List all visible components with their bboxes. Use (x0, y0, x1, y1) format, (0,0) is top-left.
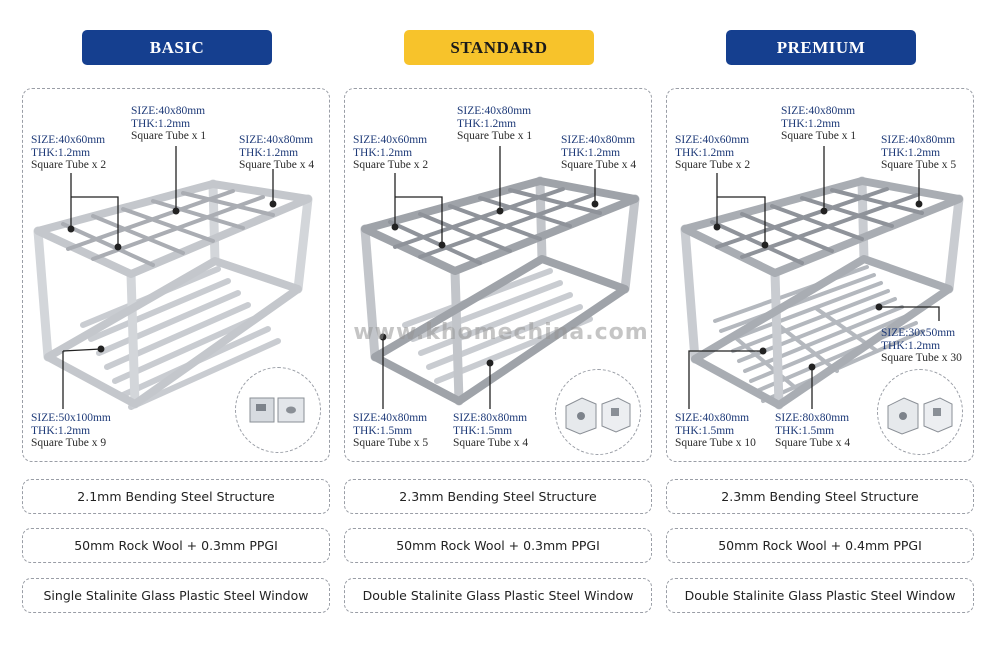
label-thickness: THK:1.2mm (675, 146, 735, 159)
label-size: SIZE:80x80mm (775, 412, 850, 424)
label-quantity: Square Tube x 4 (453, 437, 529, 449)
tier-basic: BASIC (22, 0, 332, 666)
label-thickness: THK:1.5mm (775, 424, 835, 437)
label-thickness: THK:1.2mm (31, 424, 91, 437)
label-side-beam-premium: SIZE:40x60mm THK:1.2mm Square Tube x 2 (675, 134, 750, 172)
label-size: SIZE:40x80mm (457, 105, 532, 117)
tier-title-standard: STANDARD (404, 30, 594, 65)
label-quantity: Square Tube x 9 (31, 437, 107, 449)
label-thickness: THK:1.5mm (453, 424, 513, 437)
steel-frame-drawing-basic (33, 146, 313, 410)
label-size: SIZE:40x80mm (561, 134, 636, 146)
label-size: SIZE:40x80mm (353, 412, 428, 424)
tier-premium: PREMIUM (666, 0, 976, 666)
label-quantity: Square Tube x 30 (881, 352, 962, 364)
label-size: SIZE:40x60mm (353, 134, 428, 146)
label-floor-joist-standard: SIZE:40x80mm THK:1.5mm Square Tube x 5 (353, 412, 428, 450)
label-floor-joist-premium: SIZE:40x80mm THK:1.5mm Square Tube x 10 (675, 412, 756, 450)
label-size: SIZE:50x100mm (31, 412, 111, 424)
label-quantity: Square Tube x 10 (675, 437, 756, 449)
label-size: SIZE:80x80mm (453, 412, 528, 424)
steel-frame-drawing-standard (360, 146, 640, 409)
corner-fitting-icon (555, 369, 641, 455)
label-side-beam-standard: SIZE:40x60mm THK:1.2mm Square Tube x 2 (353, 134, 428, 172)
tier-title-premium: PREMIUM (726, 30, 916, 65)
feature-window: Double Stalinite Glass Plastic Steel Win… (344, 578, 652, 613)
feature-insulation: 50mm Rock Wool + 0.4mm PPGI (666, 528, 974, 563)
label-thickness: THK:1.2mm (131, 117, 191, 130)
label-floor-beam-premium: SIZE:80x80mm THK:1.5mm Square Tube x 4 (775, 412, 850, 450)
label-thickness: THK:1.2mm (353, 146, 413, 159)
label-quantity: Square Tube x 5 (353, 437, 429, 449)
label-thickness: THK:1.2mm (561, 146, 621, 159)
feature-structure: 2.3mm Bending Steel Structure (344, 479, 652, 514)
feature-structure: 2.1mm Bending Steel Structure (22, 479, 330, 514)
feature-structure: 2.3mm Bending Steel Structure (666, 479, 974, 514)
label-floor-secondary-joist-premium: SIZE:30x50mm THK:1.2mm Square Tube x 30 (881, 327, 962, 365)
label-quantity: Square Tube x 4 (561, 159, 637, 171)
label-size: SIZE:40x80mm (781, 105, 856, 117)
label-size: SIZE:40x80mm (131, 105, 206, 117)
label-thickness: THK:1.2mm (881, 146, 941, 159)
label-floor-joist-basic: SIZE:50x100mm THK:1.2mm Square Tube x 9 (31, 412, 111, 450)
label-quantity: Square Tube x 4 (775, 437, 851, 449)
label-quantity: Square Tube x 1 (131, 130, 207, 142)
label-quantity: Square Tube x 2 (675, 159, 751, 171)
feature-insulation: 50mm Rock Wool + 0.3mm PPGI (344, 528, 652, 563)
label-floor-beam-standard: SIZE:80x80mm THK:1.5mm Square Tube x 4 (453, 412, 528, 450)
label-side-beam-basic: SIZE:40x60mm THK:1.2mm Square Tube x 2 (31, 134, 106, 172)
label-quantity: Square Tube x 2 (353, 159, 429, 171)
feature-window: Single Stalinite Glass Plastic Steel Win… (22, 578, 330, 613)
label-size: SIZE:40x80mm (675, 412, 750, 424)
label-roof-beam-standard: SIZE:40x80mm THK:1.2mm Square Tube x 1 (457, 105, 532, 143)
corner-fitting-icon (235, 367, 321, 453)
frame-panel-basic: SIZE:40x80mm THK:1.2mm Square Tube x 1 S… (22, 88, 330, 462)
label-size: SIZE:40x80mm (881, 134, 956, 146)
label-thickness: THK:1.2mm (239, 146, 299, 159)
label-thickness: THK:1.2mm (457, 117, 517, 130)
label-quantity: Square Tube x 5 (881, 159, 957, 171)
label-thickness: THK:1.5mm (675, 424, 735, 437)
tier-title-basic: BASIC (82, 30, 272, 65)
label-quantity: Square Tube x 2 (31, 159, 107, 171)
label-thickness: THK:1.2mm (881, 339, 941, 352)
feature-insulation: 50mm Rock Wool + 0.3mm PPGI (22, 528, 330, 563)
label-size: SIZE:40x60mm (31, 134, 106, 146)
label-quantity: Square Tube x 4 (239, 159, 315, 171)
label-roof-joist-standard: SIZE:40x80mm THK:1.2mm Square Tube x 4 (561, 134, 636, 172)
frame-panel-premium: SIZE:40x80mm THK:1.2mm Square Tube x 1 S… (666, 88, 974, 462)
label-thickness: THK:1.2mm (781, 117, 841, 130)
label-size: SIZE:40x60mm (675, 134, 750, 146)
corner-fitting-icon (877, 369, 963, 455)
frame-panel-standard: SIZE:40x80mm THK:1.2mm Square Tube x 1 S… (344, 88, 652, 462)
label-roof-joist-premium: SIZE:40x80mm THK:1.2mm Square Tube x 5 (881, 134, 956, 172)
label-size: SIZE:40x80mm (239, 134, 314, 146)
steel-frame-drawing-premium (680, 146, 964, 410)
label-thickness: THK:1.2mm (31, 146, 91, 159)
tier-standard: STANDARD (344, 0, 654, 666)
label-size: SIZE:30x50mm (881, 327, 956, 339)
label-roof-beam-premium: SIZE:40x80mm THK:1.2mm Square Tube x 1 (781, 105, 856, 143)
label-thickness: THK:1.5mm (353, 424, 413, 437)
label-quantity: Square Tube x 1 (781, 130, 857, 142)
feature-window: Double Stalinite Glass Plastic Steel Win… (666, 578, 974, 613)
label-roof-joist-basic: SIZE:40x80mm THK:1.2mm Square Tube x 4 (239, 134, 314, 172)
label-roof-beam-basic: SIZE:40x80mm THK:1.2mm Square Tube x 1 (131, 105, 206, 143)
label-quantity: Square Tube x 1 (457, 130, 533, 142)
watermark: www.khomechina.com (353, 320, 649, 345)
